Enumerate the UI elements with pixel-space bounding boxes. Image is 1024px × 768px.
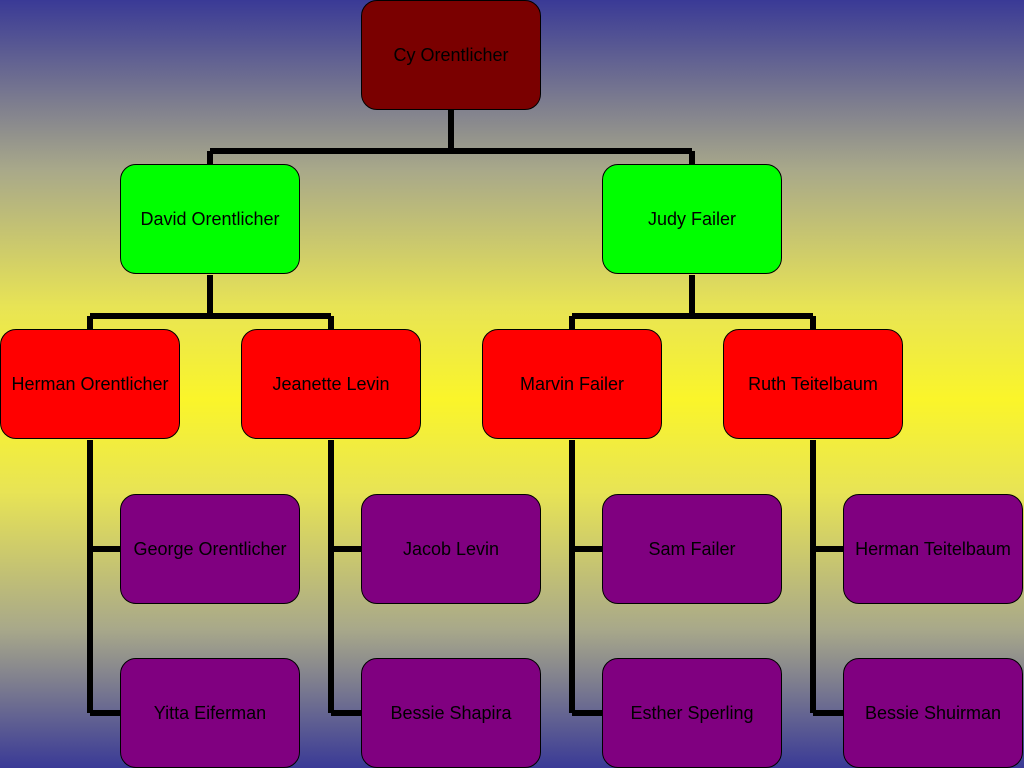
node-bessie-shapira: Bessie Shapira bbox=[361, 658, 541, 768]
node-bessie-shuirman: Bessie Shuirman bbox=[843, 658, 1023, 768]
connector-judy bbox=[569, 275, 816, 330]
node-sam-failer: Sam Failer bbox=[602, 494, 782, 604]
node-yitta-eiferman: Yitta Eiferman bbox=[120, 658, 300, 768]
node-judy-failer: Judy Failer bbox=[602, 164, 782, 274]
connector-ruth bbox=[810, 440, 844, 716]
node-ruth-teitelbaum: Ruth Teitelbaum bbox=[723, 329, 903, 439]
node-cy-orentlicher: Cy Orentlicher bbox=[361, 0, 541, 110]
connector-david bbox=[87, 275, 334, 330]
connector-jeanette bbox=[328, 440, 362, 716]
node-herman-teitelbaum: Herman Teitelbaum bbox=[843, 494, 1023, 604]
node-george-orentlicher: George Orentlicher bbox=[120, 494, 300, 604]
node-david-orentlicher: David Orentlicher bbox=[120, 164, 300, 274]
connector-marvin bbox=[569, 440, 603, 716]
node-marvin-failer: Marvin Failer bbox=[482, 329, 662, 439]
connector-root bbox=[207, 110, 695, 165]
connector-herman-o bbox=[87, 440, 121, 716]
node-jacob-levin: Jacob Levin bbox=[361, 494, 541, 604]
node-jeanette-levin: Jeanette Levin bbox=[241, 329, 421, 439]
node-esther-sperling: Esther Sperling bbox=[602, 658, 782, 768]
node-herman-orentlicher: Herman Orentlicher bbox=[0, 329, 180, 439]
